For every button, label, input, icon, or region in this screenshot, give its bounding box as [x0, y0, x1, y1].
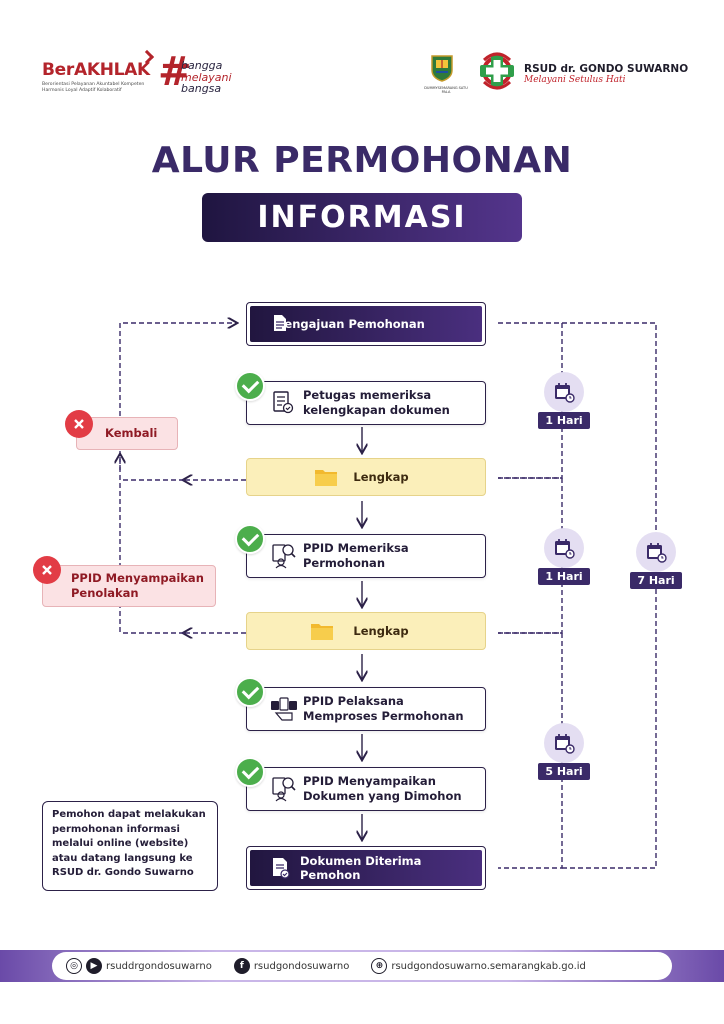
search-person-icon: [272, 777, 296, 802]
instagram-icon: ◎: [66, 958, 82, 974]
step-ppid-menyampaikan-label: PPID Menyampaikan Dokumen yang Dimohon: [303, 774, 462, 803]
step-ppid-memeriksa-label: PPID Memeriksa Permohonan: [303, 541, 409, 570]
step-ppid-pelaksana-label: PPID Pelaksana Memproses Permohonan: [303, 694, 464, 723]
close-icon: [65, 410, 93, 438]
calendar-icon: [636, 532, 676, 572]
calendar-icon: [544, 723, 584, 763]
step-petugas-memeriksa: Petugas memeriksa kelengkapan dokumen: [246, 381, 486, 425]
kabupaten-emblem-icon: [431, 55, 453, 82]
status-penolakan-label: PPID Menyampaikan Penolakan: [71, 571, 204, 600]
duration-label-3: 5 Hari: [538, 763, 590, 780]
bangsa-text: bangsa: [181, 82, 222, 95]
duration-badge-3: 5 Hari: [538, 723, 590, 780]
check-icon: [235, 371, 265, 401]
facebook-icon: f: [233, 958, 250, 974]
bangga-melayani-bangsa: bangga melayani bangsa: [181, 60, 232, 95]
status-kembali: Kembali: [76, 417, 178, 450]
title-banner: INFORMASI: [202, 193, 522, 242]
status-lengkap-2-label: Lengkap: [353, 624, 409, 638]
step-dokumen-inner: Dokumen Diterima Pemohon: [250, 850, 482, 886]
kabupaten-caption: DUMMYSEMARANG SATU PALA: [424, 86, 468, 94]
footer-website-url: rsudgondosuwarno.semarangkab.go.id: [391, 960, 586, 972]
duration-badge-1: 1 Hari: [538, 372, 590, 429]
folder-icon: [315, 470, 337, 486]
check-icon: [235, 524, 265, 554]
check-icon: [235, 677, 265, 707]
globe-icon: ⊕: [371, 958, 388, 974]
duration-label-1: 1 Hari: [538, 412, 590, 429]
duration-badge-2: 1 Hari: [538, 528, 590, 585]
footer-website[interactable]: ⊕ rsudgondosuwarno.semarangkab.go.id: [371, 958, 586, 974]
duration-label-total: 7 Hari: [630, 572, 682, 589]
step-pengajuan-inner: Pengajuan Pemohonan: [250, 306, 482, 342]
document-icon: [274, 315, 286, 331]
status-lengkap-2: Lengkap: [246, 612, 486, 650]
status-lengkap-1-label: Lengkap: [353, 470, 409, 484]
duration-label-2: 1 Hari: [538, 568, 590, 585]
step-dokumen-diterima: Dokumen Diterima Pemohon: [246, 846, 486, 890]
bangga-text: bangga: [181, 59, 223, 72]
hashtag-icon: #: [158, 49, 192, 95]
calendar-icon: [544, 528, 584, 568]
duration-badge-total: 7 Hari: [630, 532, 682, 589]
step-petugas-label: Petugas memeriksa kelengkapan dokumen: [303, 388, 450, 417]
step-ppid-menyampaikan: PPID Menyampaikan Dokumen yang Dimohon: [246, 767, 486, 811]
team-process-icon: [271, 697, 297, 721]
title-banner-text: INFORMASI: [257, 200, 467, 235]
youtube-icon: ▶: [86, 958, 102, 974]
page-title: ALUR PERMOHONAN: [151, 140, 573, 181]
footer-instagram-handle: rsuddrgondosuwarno: [106, 960, 212, 972]
hospital-logo-icon: [480, 52, 514, 90]
status-penolakan: PPID Menyampaikan Penolakan: [42, 565, 216, 607]
search-person-icon: [272, 544, 296, 569]
close-icon: [33, 556, 61, 584]
hospital-name: RSUD dr. GONDO SUWARNO: [524, 63, 689, 75]
status-kembali-label: Kembali: [105, 426, 158, 440]
footer-social-facebook[interactable]: f rsudgondosuwarno: [233, 958, 350, 974]
berakhlak-subtitle: Berorientasi Pelayanan Akuntabel Kompete…: [42, 82, 145, 93]
berakhlak-logo-text: BerAKHLAK: [42, 60, 150, 80]
footer-contacts: ◎ ▶ rsuddrgondosuwarno f rsudgondosuwarn…: [52, 952, 672, 980]
document-check-icon: [273, 858, 290, 879]
step-ppid-pelaksana: PPID Pelaksana Memproses Permohonan: [246, 687, 486, 731]
step-pengajuan-label: Pengajuan Pemohonan: [276, 317, 425, 331]
info-note: Pemohon dapat melakukan permohonan infor…: [42, 801, 218, 891]
melayani-text: melayani: [181, 70, 232, 84]
check-icon: [235, 757, 265, 787]
checklist-document-icon: [273, 391, 294, 414]
step-ppid-memeriksa: PPID Memeriksa Permohonan: [246, 534, 486, 578]
footer-social-instagram-youtube[interactable]: ◎ ▶ rsuddrgondosuwarno: [66, 958, 212, 974]
footer-facebook-handle: rsudgondosuwarno: [253, 960, 350, 972]
hospital-tagline: Melayani Setulus Hati: [524, 75, 626, 85]
calendar-icon: [544, 372, 584, 412]
folder-icon: [311, 624, 333, 640]
status-lengkap-1: Lengkap: [246, 458, 486, 496]
step-dokumen-label: Dokumen Diterima Pemohon: [300, 854, 422, 882]
